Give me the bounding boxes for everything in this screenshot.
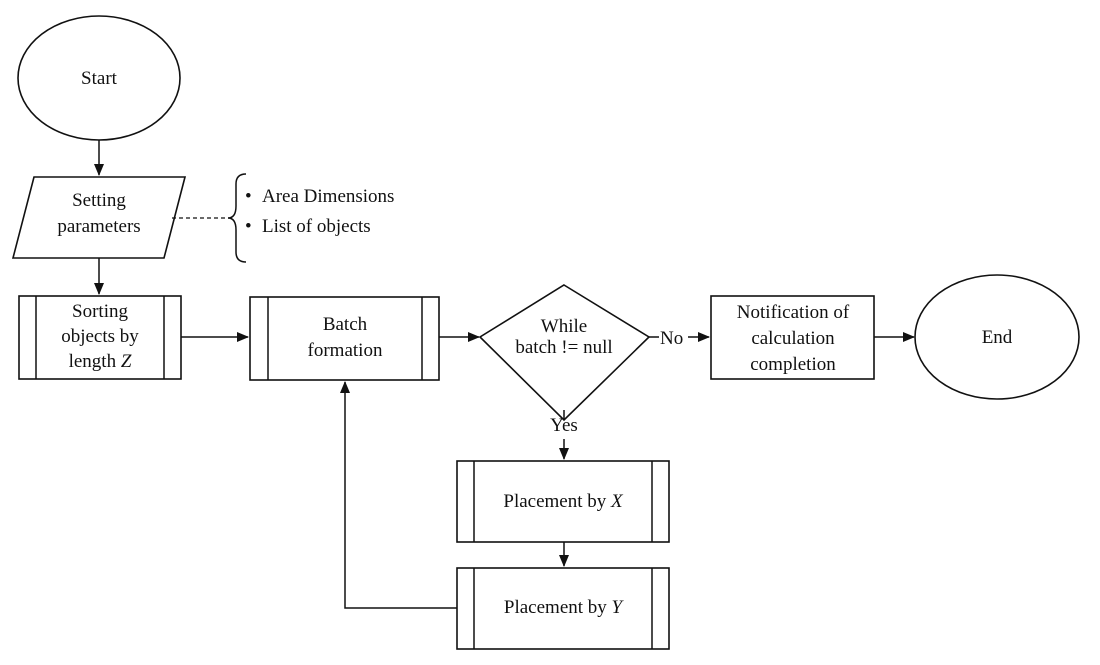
param-bullet-2: • xyxy=(245,216,252,237)
decision-line1: While xyxy=(541,316,587,337)
sorting-line3: length Z xyxy=(69,351,132,372)
sorting-line2: objects by xyxy=(61,326,139,347)
setting-parameters-line1: Setting xyxy=(72,190,126,211)
placement-x-process xyxy=(456,460,670,543)
params-annotation-brace xyxy=(227,173,247,263)
yes-label: Yes xyxy=(550,415,578,436)
notification-line1: Notification of xyxy=(737,302,850,323)
placement-y-process xyxy=(456,567,670,650)
end-terminal xyxy=(914,274,1080,400)
start-label: Start xyxy=(81,68,118,89)
batch-line2: formation xyxy=(308,340,383,361)
param-bullet-1: • xyxy=(245,186,252,207)
decision-line2: batch != null xyxy=(515,337,612,358)
sorting-objects-process xyxy=(18,295,182,380)
param-list-of-objects: List of objects xyxy=(262,216,371,237)
arrow-loop-back-to-batch xyxy=(340,381,457,609)
notification-line3: completion xyxy=(750,354,836,375)
notification-line2: calculation xyxy=(751,328,835,349)
placement-x-label: Placement by X xyxy=(503,491,624,512)
param-area-dimensions: Area Dimensions xyxy=(262,186,394,207)
sorting-line1: Sorting xyxy=(72,301,128,322)
setting-parameters-line2: parameters xyxy=(57,216,140,237)
batch-line1: Batch xyxy=(323,314,368,335)
setting-parameters-input xyxy=(11,176,187,259)
no-label: No xyxy=(660,328,683,349)
batch-formation-process xyxy=(249,296,440,381)
end-label: End xyxy=(982,327,1013,348)
placement-y-label: Placement by Y xyxy=(504,597,625,618)
notification-box xyxy=(710,295,875,380)
